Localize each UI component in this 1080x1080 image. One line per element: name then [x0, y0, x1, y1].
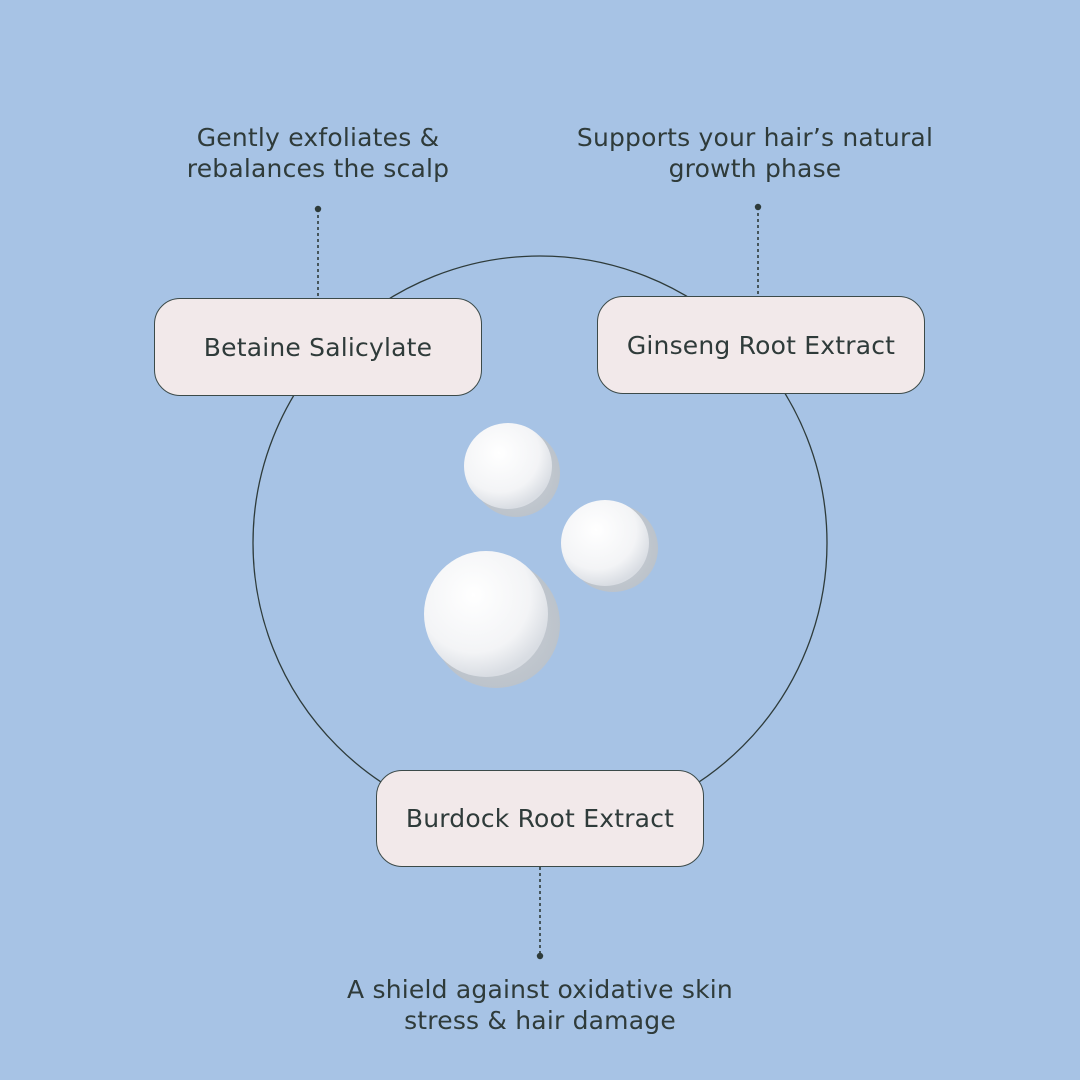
benefit-ginseng: Supports your hair’s natural growth phas…	[575, 122, 935, 184]
foam-droplet-icon	[561, 500, 658, 592]
foam-droplet-icon	[424, 551, 560, 688]
ingredient-pill-betaine: Betaine Salicylate	[154, 298, 482, 396]
benefit-betaine: Gently exfoliates & rebalances the scalp	[158, 122, 478, 184]
benefit-betaine-line2: rebalances the scalp	[186, 154, 450, 183]
benefit-burdock-line1: A shield against oxidative skin	[347, 975, 733, 1004]
ingredient-label-betaine: Betaine Salicylate	[203, 332, 433, 362]
benefit-burdock: A shield against oxidative skin stress &…	[340, 974, 740, 1036]
ingredient-pill-ginseng: Ginseng Root Extract	[597, 296, 925, 394]
connector-dot-betaine	[314, 205, 322, 213]
connector-dot-burdock	[536, 952, 544, 960]
benefit-betaine-line1: Gently exfoliates &	[196, 123, 440, 152]
benefit-burdock-line2: stress & hair damage	[404, 1006, 676, 1035]
connector-dot-ginseng	[754, 203, 762, 211]
ingredient-pill-burdock: Burdock Root Extract	[376, 770, 704, 867]
benefit-ginseng-line2: growth phase	[668, 154, 842, 183]
benefit-ginseng-line1: Supports your hair’s natural	[576, 123, 934, 152]
ingredient-label-ginseng: Ginseng Root Extract	[626, 330, 896, 360]
foam-droplet-icon	[464, 423, 560, 517]
ingredient-label-burdock: Burdock Root Extract	[405, 804, 675, 833]
